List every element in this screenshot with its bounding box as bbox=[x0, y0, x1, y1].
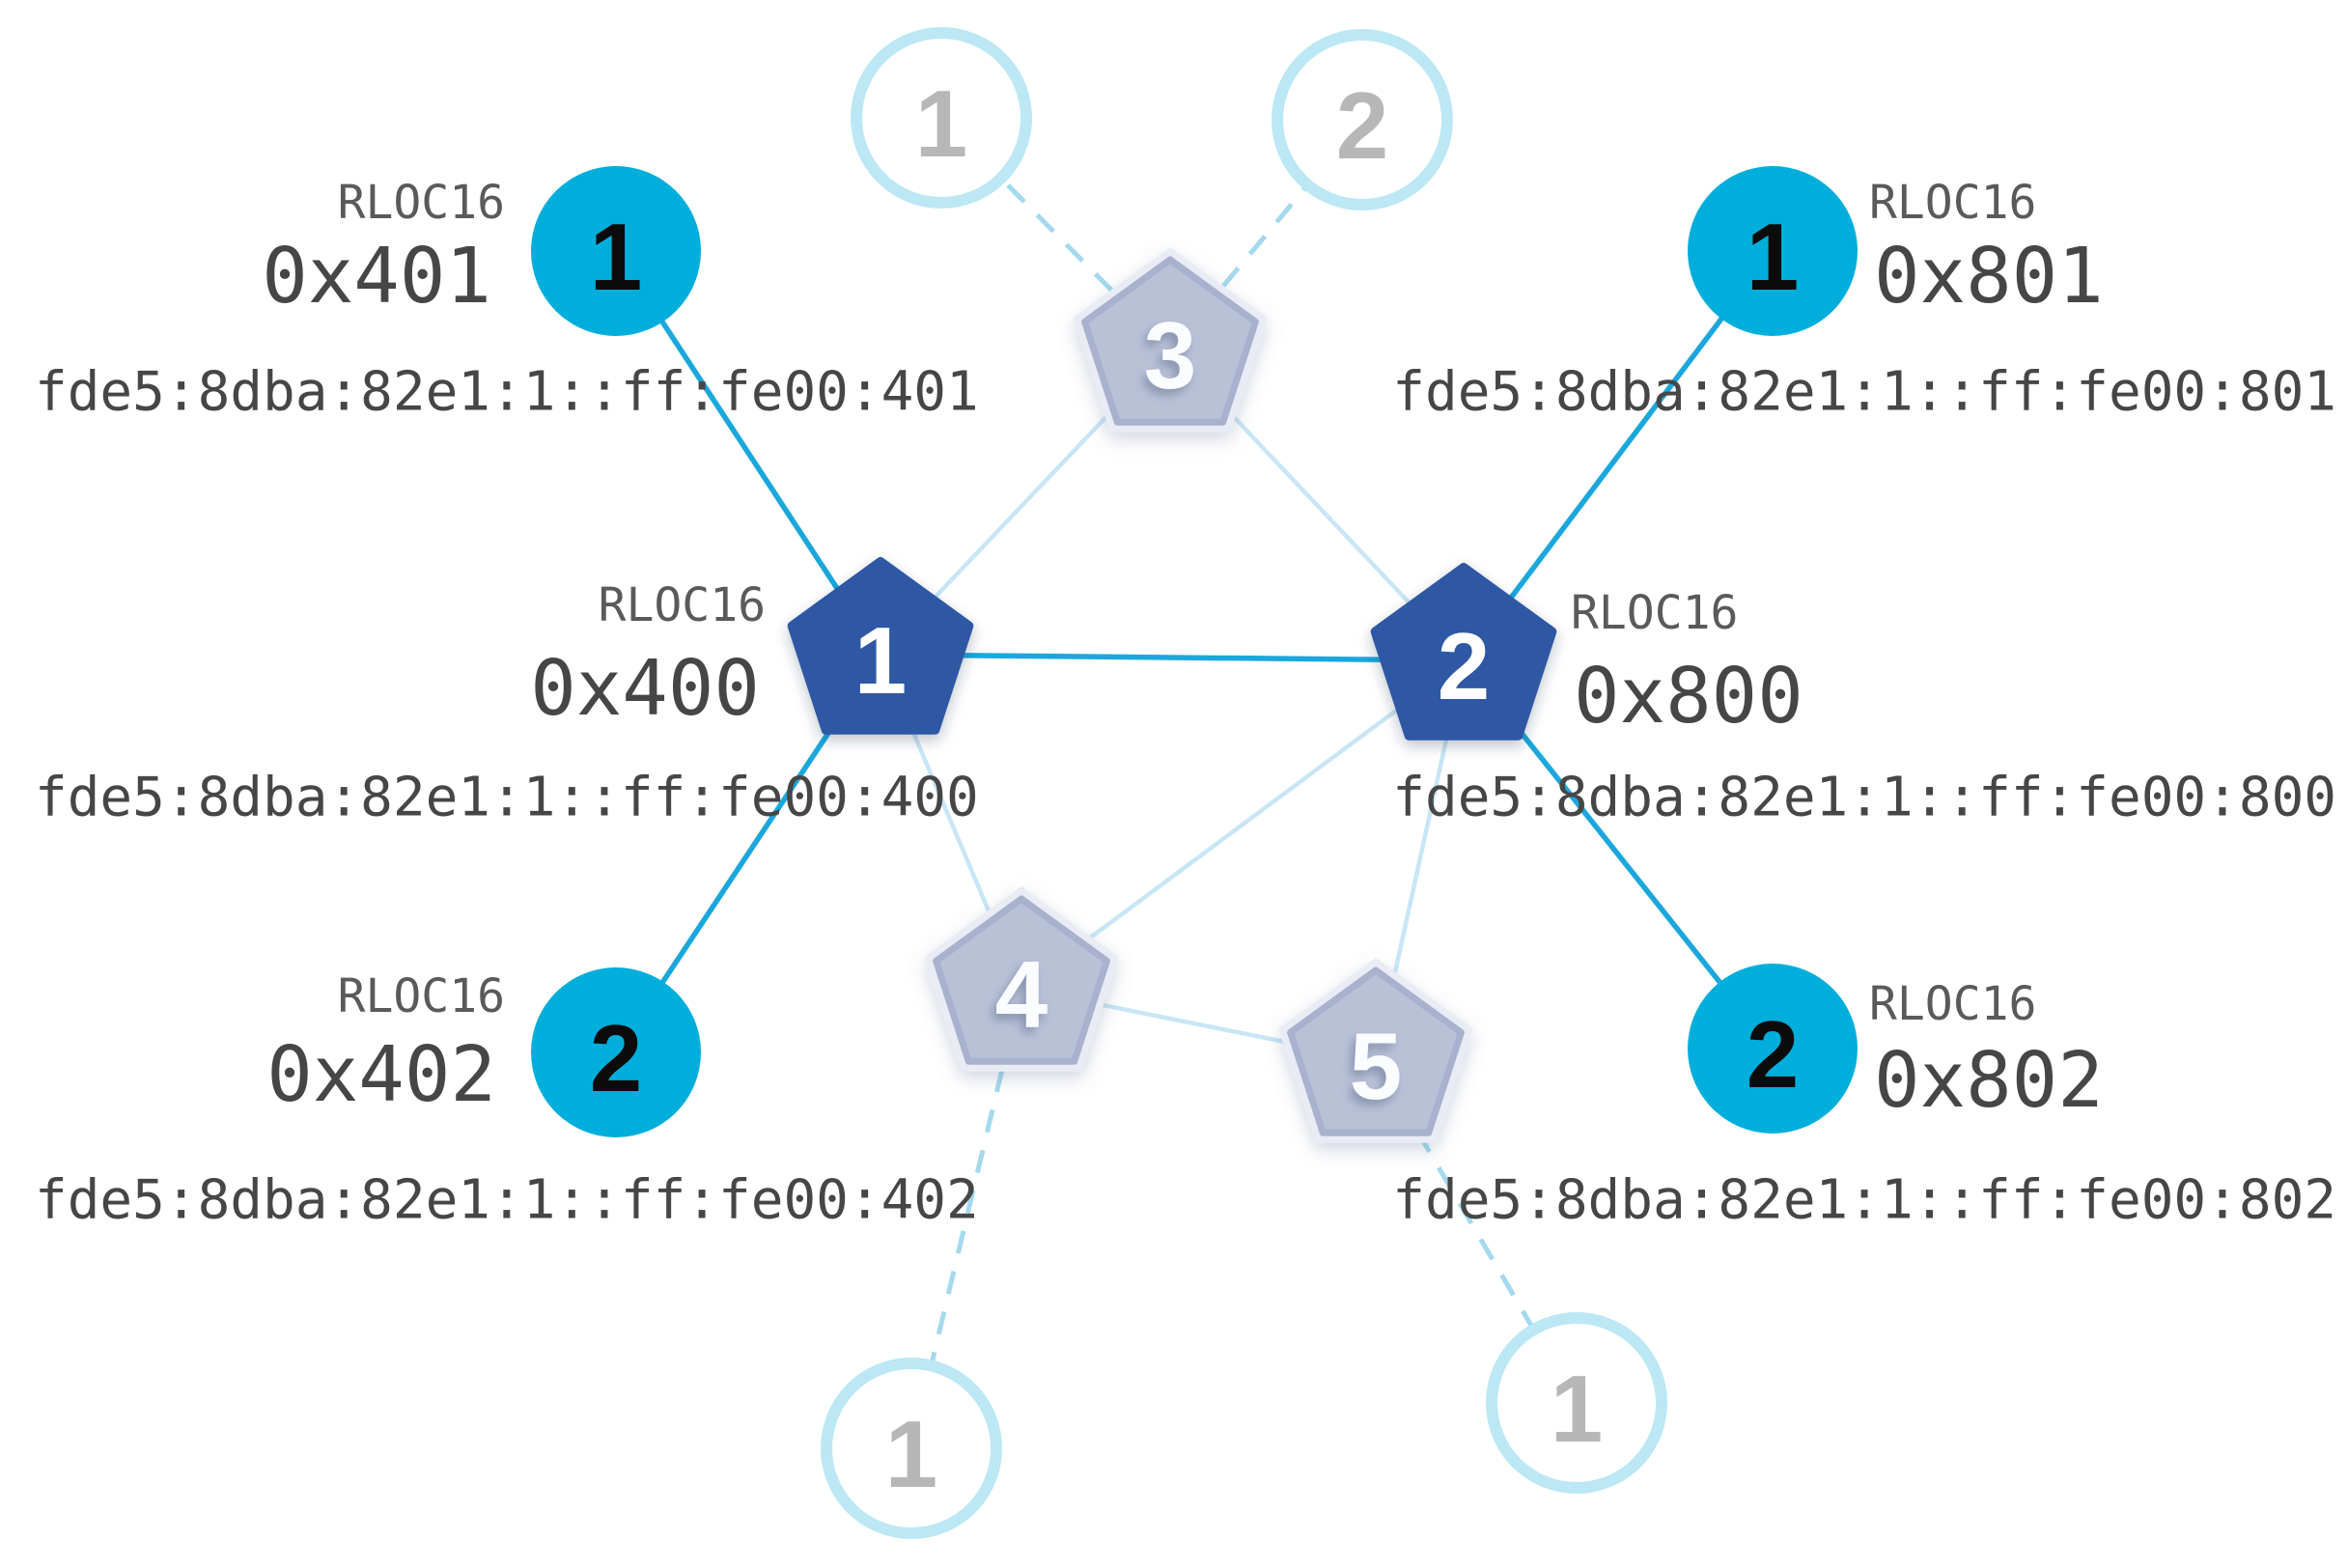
router-1-number: 1 bbox=[854, 607, 908, 714]
child-801-number: 1 bbox=[1747, 204, 1800, 310]
router-4[interactable]: 4 bbox=[924, 886, 1119, 1072]
child-faded-bottom-2[interactable]: 1 bbox=[1486, 1312, 1667, 1494]
router-1-shape bbox=[787, 557, 974, 735]
rloc16-value-801: 0x801 bbox=[1874, 232, 2104, 321]
child-401[interactable]: 1 bbox=[531, 166, 701, 336]
rloc16-caption-402: RLOC16 bbox=[338, 969, 505, 1023]
router-5-number: 5 bbox=[1350, 1013, 1403, 1119]
child-faded-top-2-number: 2 bbox=[1336, 72, 1389, 179]
child-401-number: 1 bbox=[590, 204, 643, 310]
child-faded-top-2[interactable]: 2 bbox=[1272, 29, 1453, 210]
child-faded-top-1-shape bbox=[851, 27, 1032, 209]
child-faded-bottom-1[interactable]: 1 bbox=[821, 1358, 1002, 1539]
router-2[interactable]: 2 bbox=[1370, 563, 1557, 741]
child-faded-top-1[interactable]: 1 bbox=[851, 27, 1032, 209]
ipv6-402: fde5:8dba:82e1:1::ff:fe00:402 bbox=[35, 1169, 979, 1232]
child-faded-top-2-shape bbox=[1272, 29, 1453, 210]
rloc16-value-402: 0x402 bbox=[266, 1030, 496, 1119]
router-5[interactable]: 5 bbox=[1278, 958, 1473, 1143]
rloc16-value-400: 0x400 bbox=[530, 644, 760, 733]
rloc16-value-800: 0x800 bbox=[1574, 652, 1803, 741]
child-402[interactable]: 2 bbox=[531, 967, 701, 1137]
router-4-shape bbox=[933, 895, 1110, 1065]
router-2-shape bbox=[1370, 563, 1557, 741]
router-3-number: 3 bbox=[1144, 302, 1197, 408]
link-child-801--router-2 bbox=[1461, 249, 1775, 662]
router-1[interactable]: 1 bbox=[787, 557, 974, 735]
link-router-2--router-4 bbox=[1020, 658, 1466, 991]
child-802[interactable]: 2 bbox=[1688, 964, 1858, 1134]
router-5-shape bbox=[1287, 966, 1465, 1136]
rloc16-caption-800: RLOC16 bbox=[1571, 586, 1738, 640]
rloc16-value-802: 0x802 bbox=[1874, 1036, 2104, 1125]
labels-layer: RLOC160x401fde5:8dba:82e1:1::ff:fe00:401… bbox=[35, 176, 2336, 1232]
child-801-shape bbox=[1688, 166, 1858, 336]
ipv6-801: fde5:8dba:82e1:1::ff:fe00:801 bbox=[1392, 361, 2336, 424]
child-faded-bottom-1-number: 1 bbox=[885, 1401, 938, 1507]
rloc16-caption-400: RLOC16 bbox=[599, 578, 766, 632]
rloc16-caption-802: RLOC16 bbox=[1869, 977, 2036, 1031]
nodes-layer: 1 2 3 4 5 1 2 1 2 1 2 1 1 bbox=[531, 27, 1858, 1539]
rloc16-caption-801: RLOC16 bbox=[1869, 176, 2036, 230]
ipv6-400: fde5:8dba:82e1:1::ff:fe00:400 bbox=[35, 767, 979, 829]
link-router-1--router-2 bbox=[880, 652, 1465, 663]
rloc16-value-401: 0x401 bbox=[262, 232, 491, 321]
router-3-shape bbox=[1081, 256, 1259, 426]
child-faded-bottom-1-shape bbox=[821, 1358, 1002, 1539]
child-802-shape bbox=[1688, 964, 1858, 1134]
rloc16-caption-401: RLOC16 bbox=[338, 176, 505, 230]
router-2-number: 2 bbox=[1438, 613, 1491, 719]
child-402-number: 2 bbox=[590, 1005, 643, 1111]
ipv6-401: fde5:8dba:82e1:1::ff:fe00:401 bbox=[35, 361, 979, 424]
ipv6-802: fde5:8dba:82e1:1::ff:fe00:802 bbox=[1392, 1169, 2336, 1232]
child-402-shape bbox=[531, 967, 701, 1137]
child-faded-bottom-2-shape bbox=[1486, 1312, 1667, 1494]
router-4-number: 4 bbox=[995, 941, 1048, 1048]
child-801[interactable]: 1 bbox=[1688, 166, 1858, 336]
child-faded-top-1-number: 1 bbox=[915, 70, 968, 177]
child-faded-bottom-2-number: 1 bbox=[1551, 1356, 1604, 1462]
child-401-shape bbox=[531, 166, 701, 336]
ipv6-800: fde5:8dba:82e1:1::ff:fe00:800 bbox=[1392, 767, 2336, 829]
router-3[interactable]: 3 bbox=[1073, 247, 1268, 433]
child-802-number: 2 bbox=[1747, 1001, 1800, 1107]
